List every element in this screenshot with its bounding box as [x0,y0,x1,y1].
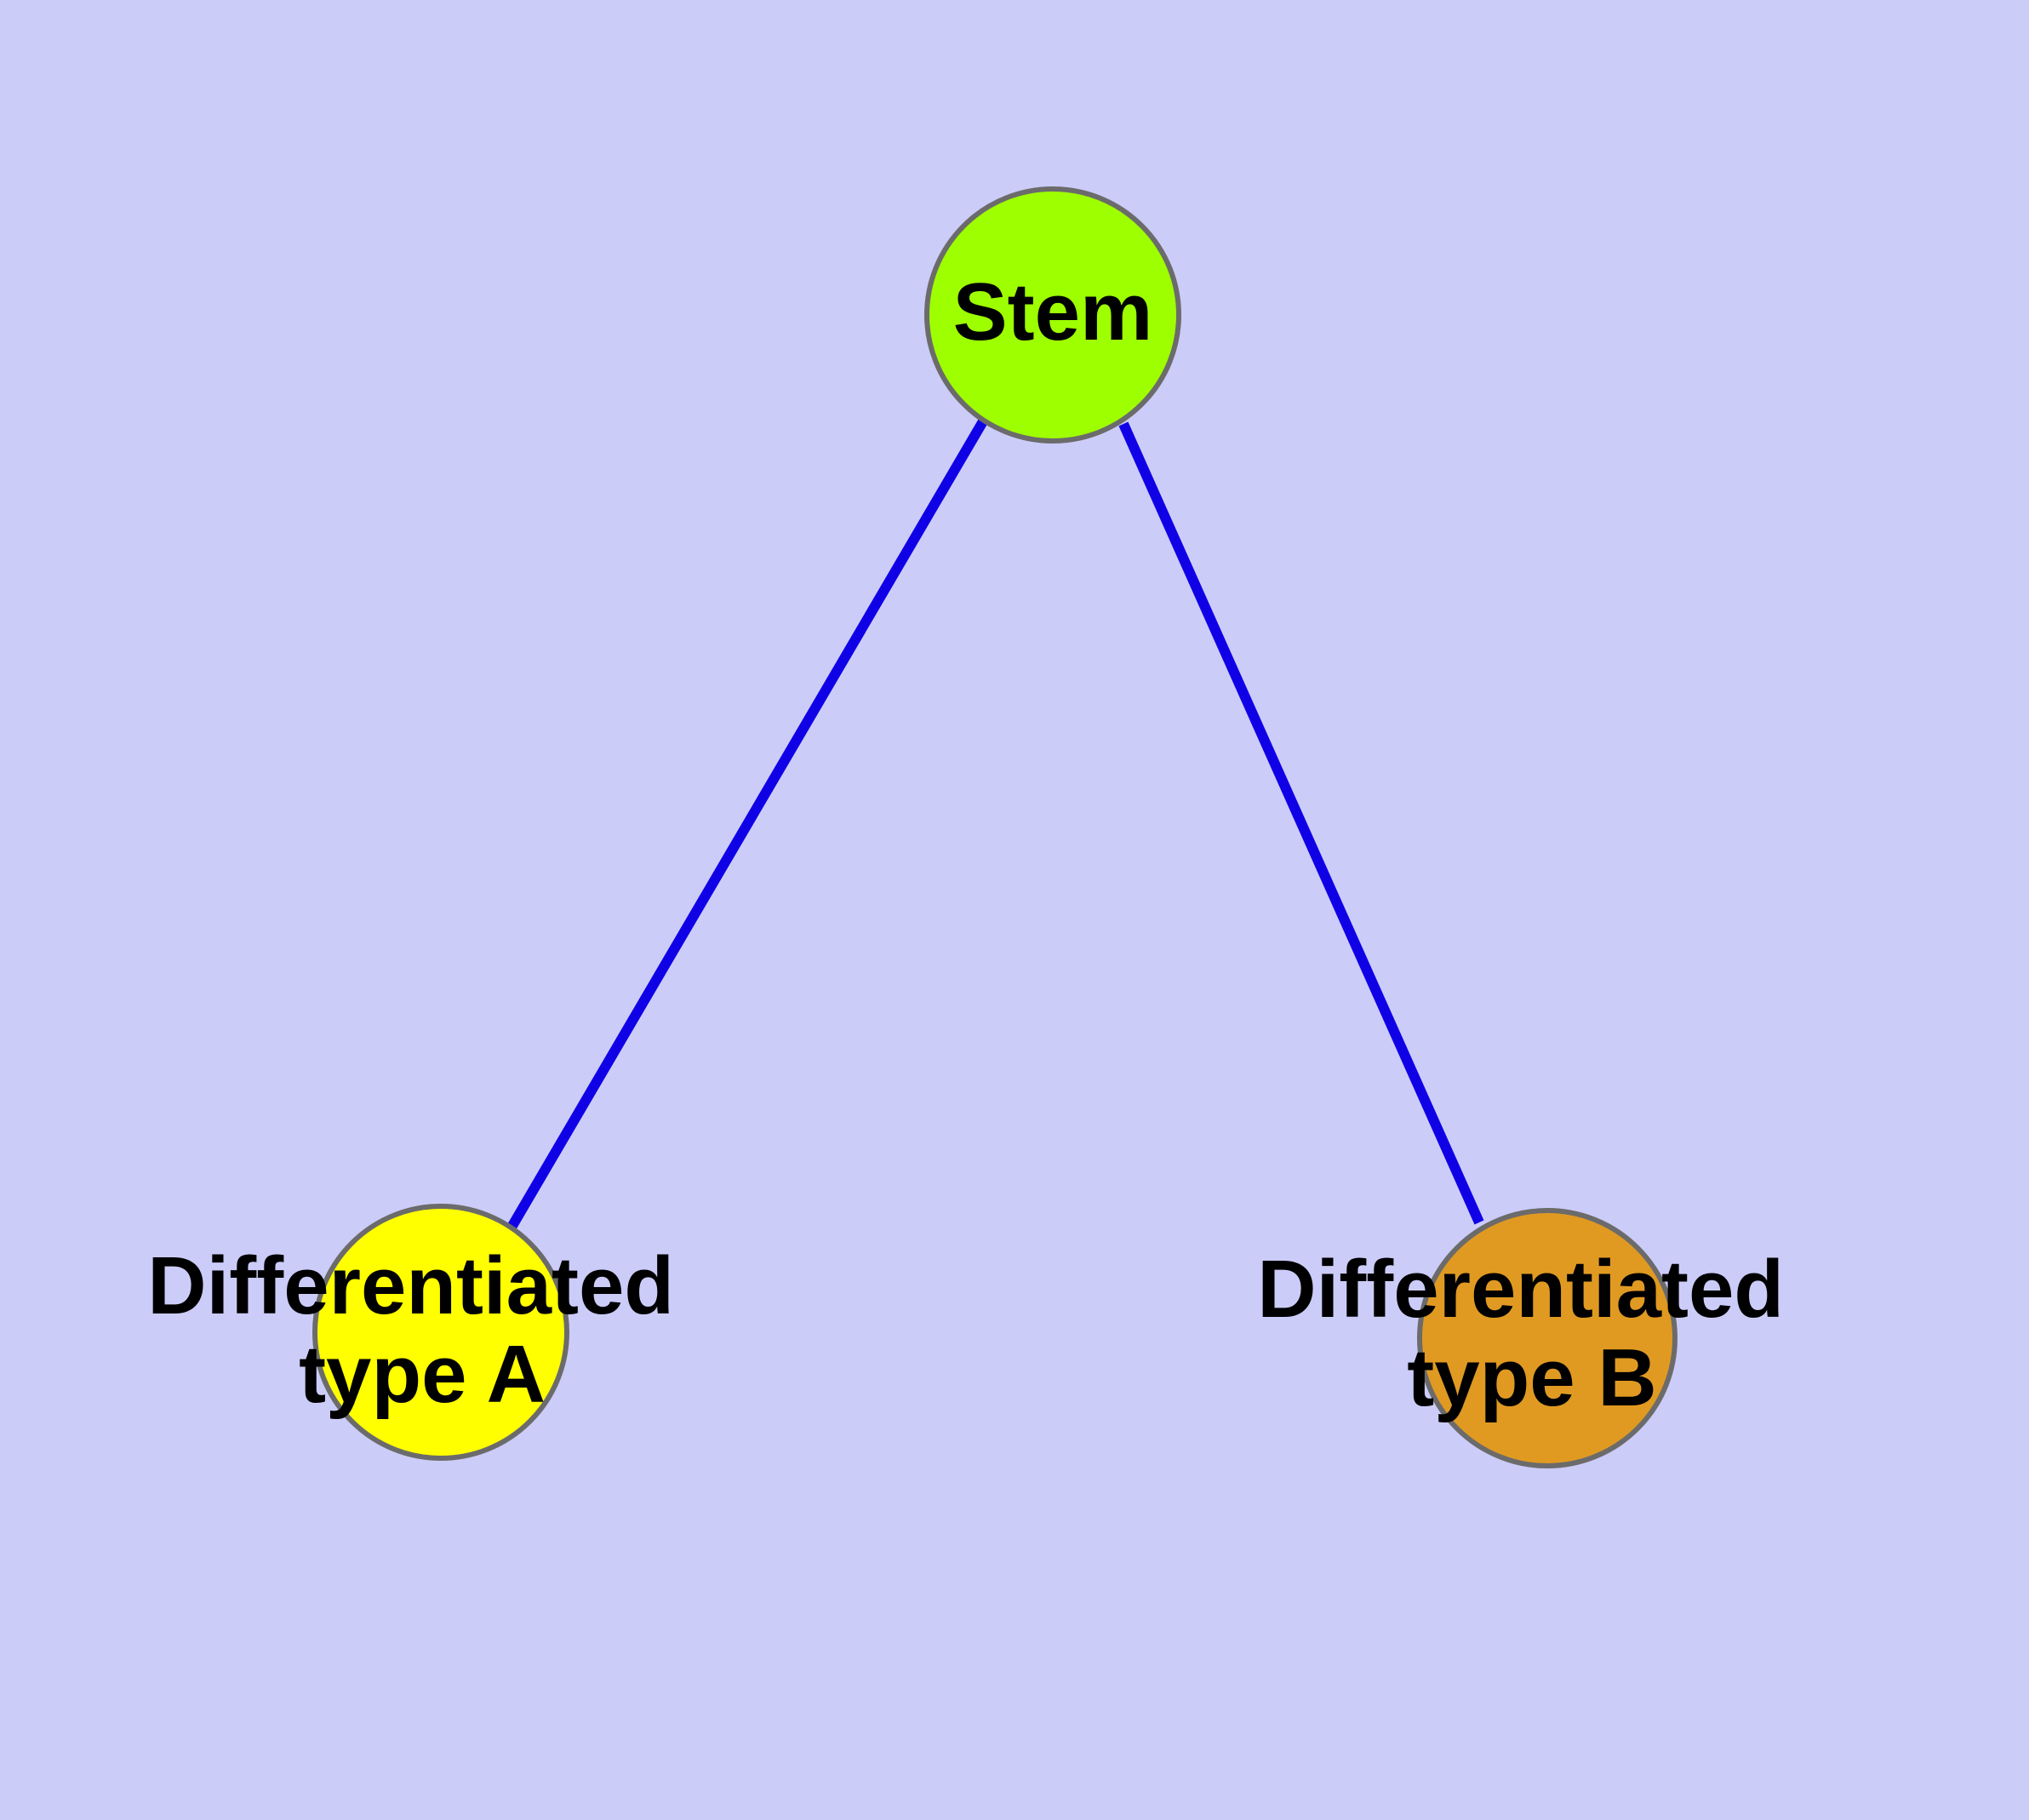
node-differentiated-type-b-label-line2: type B [1407,1332,1656,1423]
node-differentiated-type-a-label-line1: Differentiated [147,1240,674,1331]
node-differentiated-type-b-label-line1: Differentiated [1257,1244,1784,1335]
node-differentiated-type-a-label-line2: type A [299,1329,546,1420]
edge-stem-to-diff-a[interactable] [507,418,988,1229]
node-differentiated-type-a[interactable] [312,1204,569,1461]
node-differentiated-type-b-label: Differentiated type B [1257,1244,1806,1423]
node-differentiated-type-a-label: Differentiated type A [147,1240,696,1420]
node-differentiated-type-b[interactable] [1417,1208,1677,1468]
node-stem-label: Stem [953,266,1153,358]
node-layer [312,186,1677,1468]
edge-stem-to-diff-b[interactable] [1118,421,1484,1225]
label-layer: Stem Differentiated type A Differentiate… [147,266,1806,1423]
node-stem-label-line1: Stem [953,266,1153,358]
edge-layer [507,418,1484,1229]
node-stem[interactable] [924,186,1181,444]
